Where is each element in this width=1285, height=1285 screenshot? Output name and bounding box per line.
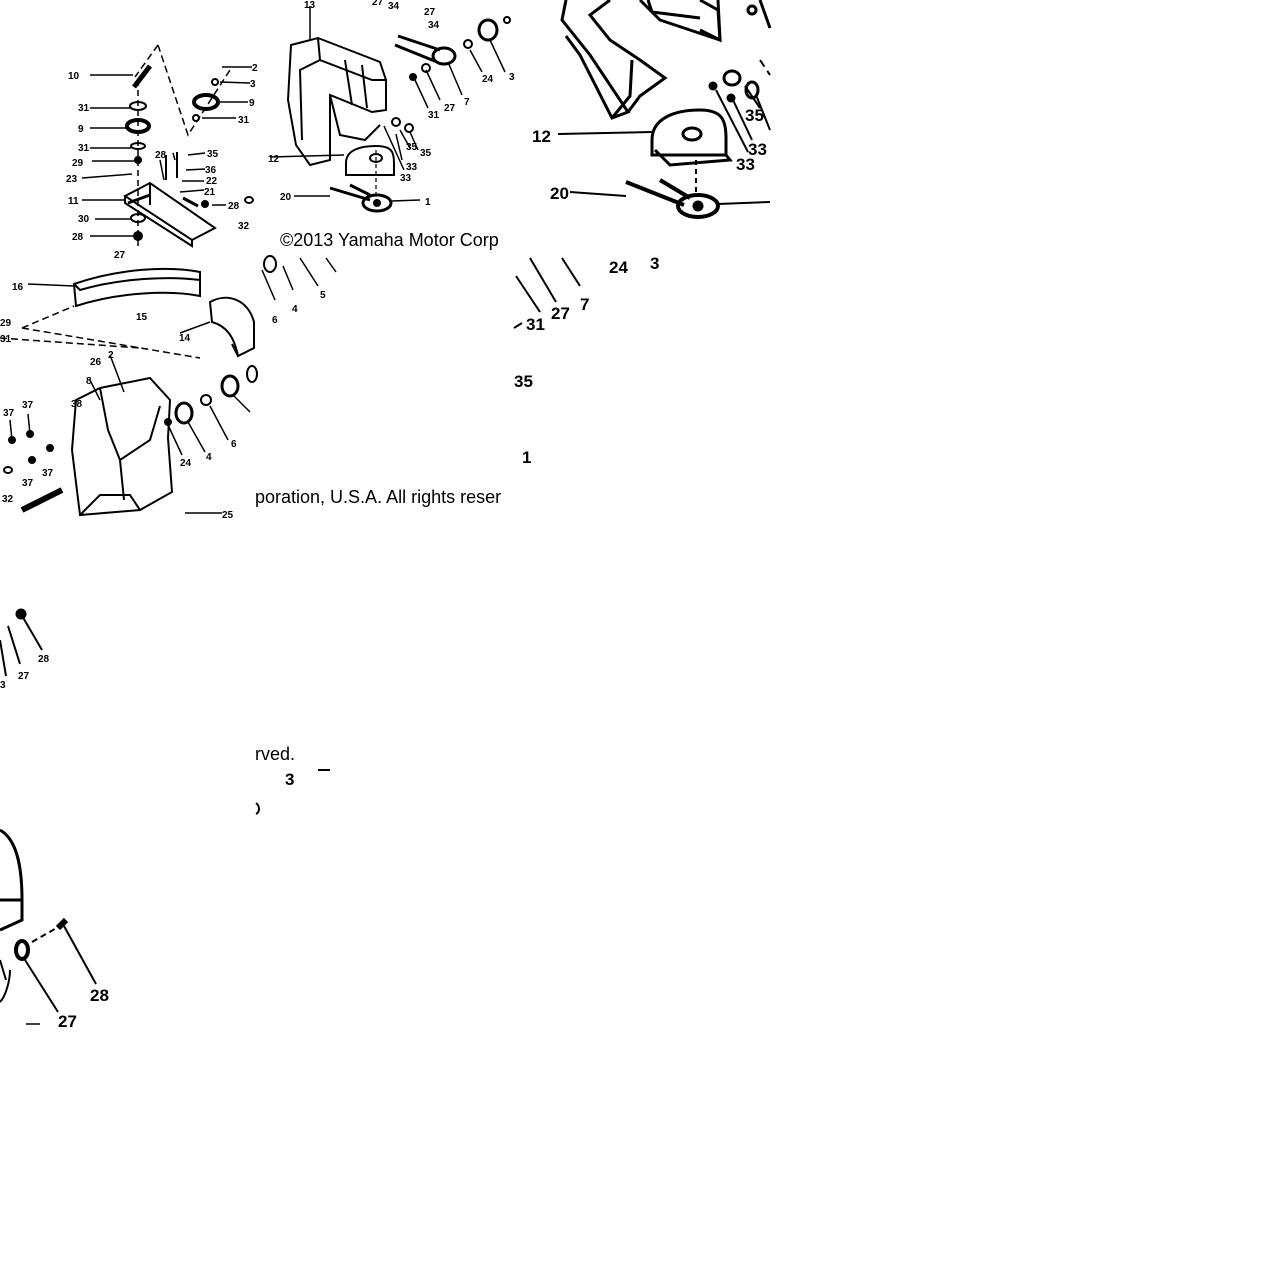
label-11: 11 <box>68 196 79 207</box>
label-2: 2 <box>108 350 114 361</box>
label-25: 25 <box>222 510 234 521</box>
label-31-alt: 31 <box>384 114 396 125</box>
label-31: 31 <box>78 143 90 154</box>
tile-c-labels: 16 15 14 29 31 26 2 8 37 37 38 37 37 32 … <box>0 282 326 521</box>
copyright-line-2: poration, U.S.A. All rights reser <box>255 487 501 507</box>
label-37: 37 <box>3 408 15 419</box>
label-24: 24 <box>180 458 192 469</box>
tile-a-drawing <box>81 44 254 250</box>
label-31: 31 <box>0 334 12 345</box>
label-3: 3 <box>250 79 256 90</box>
label-9: 9 <box>249 98 255 109</box>
label-33: 33 <box>406 162 418 173</box>
label-4: 4 <box>206 452 212 463</box>
label-27: 27 <box>58 1012 77 1031</box>
label-27: 27 <box>372 0 384 8</box>
label-28: 28 <box>228 201 240 212</box>
label-3: 3 <box>285 770 294 789</box>
label-27: 27 <box>424 7 436 18</box>
label-36: 36 <box>205 165 217 176</box>
label-31: 31 <box>428 110 440 121</box>
label-28: 28 <box>90 986 109 1005</box>
tile-b-drawing <box>557 0 772 219</box>
label-32: 32 <box>238 221 250 232</box>
label-31: 31 <box>238 115 250 126</box>
label-16: 16 <box>12 282 24 293</box>
tile-a-cover <box>269 6 511 213</box>
copyright-line-3: rved. <box>255 744 295 764</box>
label-28: 28 <box>38 654 50 665</box>
label-1: 1 <box>522 448 531 467</box>
label-26: 26 <box>90 357 102 368</box>
label-35: 35 <box>207 149 219 160</box>
label-37: 37 <box>22 400 34 411</box>
label-33: 33 <box>748 140 767 159</box>
label-23: 23 <box>66 174 78 185</box>
label-35: 35 <box>514 372 533 391</box>
label-13: 13 <box>304 0 316 11</box>
tile-c-drawing <box>0 255 337 517</box>
label-12: 12 <box>532 127 551 146</box>
label-27: 27 <box>444 103 456 114</box>
label-6: 6 <box>231 439 237 450</box>
label-10: 10 <box>68 71 80 82</box>
label-37: 37 <box>22 478 34 489</box>
label-28: 28 <box>72 232 84 243</box>
label-37: 37 <box>42 468 54 479</box>
label-21: 21 <box>204 187 216 198</box>
label-35: 35 <box>745 106 764 125</box>
label-34: 34 <box>428 20 440 31</box>
label-29: 29 <box>0 318 12 329</box>
label-24: 24 <box>482 74 494 85</box>
label-27: 27 <box>18 671 30 682</box>
label-34: 34 <box>388 1 400 12</box>
label-27: 27 <box>551 304 570 323</box>
label-7: 7 <box>464 97 470 108</box>
tile-b-lower-leaders <box>513 257 581 329</box>
label-14: 14 <box>179 333 191 344</box>
label-20: 20 <box>550 184 569 203</box>
label-7: 7 <box>580 295 589 314</box>
tile-a-labels: 10 31 9 31 29 23 11 30 28 27 28 36 35 22… <box>66 0 515 261</box>
label-27: 27 <box>114 250 126 261</box>
label-29: 29 <box>72 158 84 169</box>
tile-b-labels: 12 20 35 33 33 31 27 7 24 3 35 1 <box>514 106 767 467</box>
label-35: 35 <box>420 148 432 159</box>
label-15: 15 <box>136 312 148 323</box>
label-33: 33 <box>400 173 412 184</box>
label-9: 9 <box>78 124 84 135</box>
label-8: 8 <box>86 376 92 387</box>
label-31: 31 <box>526 315 545 334</box>
tile-d-drawing <box>0 608 97 1025</box>
label-30: 30 <box>78 214 90 225</box>
label-3: 3 <box>0 680 6 691</box>
tile-d-fragments <box>255 769 330 815</box>
label-35: 35 <box>406 142 418 153</box>
label-38: 38 <box>71 399 83 410</box>
label-32: 32 <box>2 494 14 505</box>
copyright-line-1: ©2013 Yamaha Motor Corp <box>280 230 499 250</box>
label-31: 31 <box>78 103 90 114</box>
label-5: 5 <box>320 290 326 301</box>
tile-d-labels: 28 27 3 3 28 27 <box>0 654 294 1031</box>
label-4: 4 <box>292 304 298 315</box>
label-3: 3 <box>509 72 515 83</box>
label-28: 28 <box>155 150 167 161</box>
label-3: 3 <box>650 254 659 273</box>
label-1: 1 <box>425 197 431 208</box>
label-12: 12 <box>268 154 280 165</box>
label-33: 33 <box>736 155 755 174</box>
label-24: 24 <box>609 258 628 277</box>
label-6: 6 <box>272 315 278 326</box>
label-2: 2 <box>252 63 258 74</box>
label-22: 22 <box>206 176 218 187</box>
label-20: 20 <box>280 192 292 203</box>
